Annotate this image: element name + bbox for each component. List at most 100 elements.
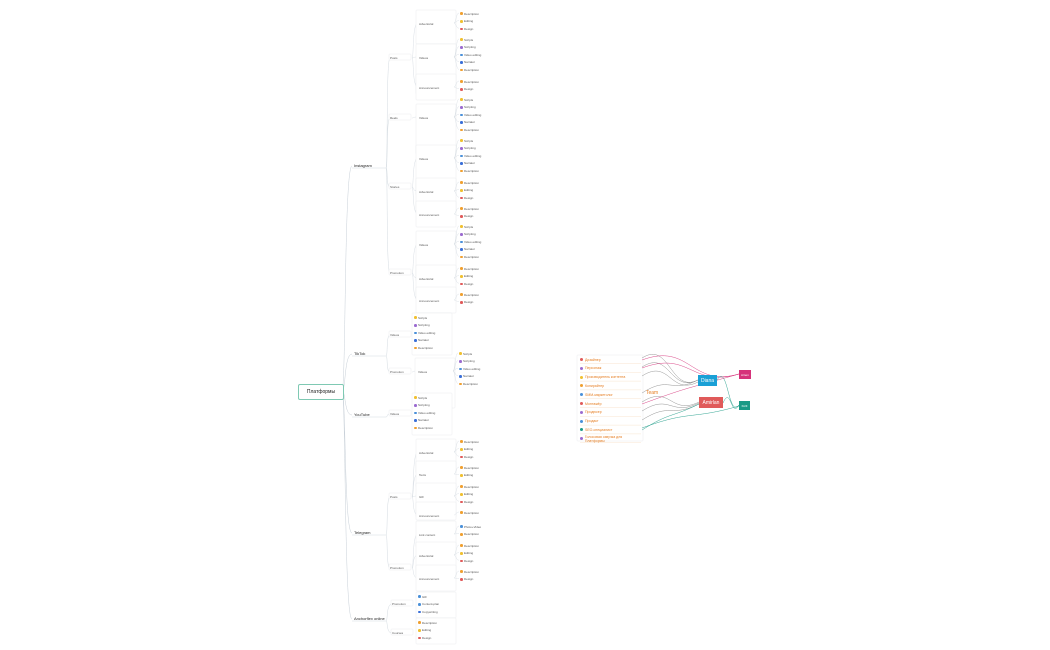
leaf-item[interactable]: Editing bbox=[460, 551, 473, 555]
leaf-item[interactable]: Scripting bbox=[414, 403, 430, 407]
level2-box[interactable] bbox=[390, 628, 414, 636]
leaf-item[interactable]: Design bbox=[460, 300, 473, 304]
leaf-item[interactable]: Editing bbox=[460, 188, 473, 192]
leaf-item[interactable]: Design bbox=[460, 214, 473, 218]
leaf-item[interactable]: Scripting bbox=[460, 45, 476, 49]
leaf-item[interactable]: Editing bbox=[418, 628, 431, 632]
leaf-item[interactable]: Description bbox=[460, 511, 479, 515]
leaf-item[interactable]: Scripts bbox=[460, 38, 473, 42]
leaf-item[interactable]: Video editing bbox=[459, 367, 480, 371]
team-member-role[interactable]: Персонаж bbox=[580, 365, 640, 372]
leaf-item[interactable]: Description bbox=[460, 68, 479, 72]
leaf-item[interactable]: Video editing bbox=[460, 113, 481, 117]
leaf-item[interactable]: Scripts bbox=[414, 396, 427, 400]
leaf-item[interactable]: Description bbox=[460, 128, 479, 132]
leaf-item[interactable]: Description bbox=[459, 382, 478, 386]
leaf-item[interactable]: Description bbox=[460, 80, 479, 84]
leaf-item[interactable]: Scripting bbox=[460, 146, 476, 150]
leaf-item[interactable]: Description bbox=[460, 293, 479, 297]
platform-telegram[interactable]: Telegram bbox=[354, 530, 371, 535]
leaf-item[interactable]: Description bbox=[414, 426, 433, 430]
leaf-item[interactable]: Design bbox=[460, 500, 473, 504]
leaf-item[interactable]: Video editing bbox=[460, 154, 481, 158]
root-node[interactable]: Платформы bbox=[298, 384, 344, 400]
team-member-role[interactable]: Копирайтер bbox=[580, 382, 640, 389]
level3-box[interactable] bbox=[415, 9, 457, 45]
leaf-item[interactable]: Scripting bbox=[414, 323, 430, 327]
leaf-item[interactable]: Design bbox=[460, 455, 473, 459]
leaf-item[interactable]: Scripts bbox=[460, 225, 473, 229]
leaf-item[interactable]: Description bbox=[460, 532, 479, 536]
level2-box[interactable] bbox=[388, 268, 412, 276]
leaf-item[interactable]: Scripting bbox=[459, 359, 475, 363]
leaf-item[interactable]: Design bbox=[460, 577, 473, 581]
leaf-item[interactable]: Design bbox=[418, 636, 431, 640]
leaf-item[interactable]: Description bbox=[460, 570, 479, 574]
leaf-item[interactable]: Design bbox=[460, 559, 473, 563]
leaf-item[interactable]: Design bbox=[460, 87, 473, 91]
leaf-item[interactable]: Description bbox=[460, 207, 479, 211]
leaf-item[interactable]: Description bbox=[460, 440, 479, 444]
leaf-group-box[interactable] bbox=[411, 312, 453, 356]
leaf-item[interactable]: Content-plan bbox=[418, 602, 439, 606]
person-diana[interactable]: Diana bbox=[698, 375, 717, 386]
team-member-role[interactable]: SEO-специалист bbox=[580, 426, 640, 433]
leaf-item[interactable]: Description bbox=[418, 621, 437, 625]
team-member-role[interactable]: Производитель контента bbox=[580, 374, 640, 381]
leaf-item[interactable]: Design bbox=[460, 282, 473, 286]
leaf-item[interactable]: Editing bbox=[460, 447, 473, 451]
team-member-role[interactable]: Дизайнер bbox=[580, 356, 640, 363]
level3-box[interactable] bbox=[415, 564, 457, 592]
leaf-item[interactable]: Editing bbox=[460, 274, 473, 278]
leaf-item[interactable]: Video editing bbox=[414, 411, 435, 415]
team-box[interactable] bbox=[576, 354, 644, 442]
leaf-item[interactable]: Description bbox=[460, 181, 479, 185]
leaf-item[interactable]: Design bbox=[460, 27, 473, 31]
platform-tiktok[interactable]: TikTok bbox=[354, 351, 366, 356]
leaf-item[interactable]: Narrator bbox=[414, 338, 429, 342]
leaf-item[interactable]: Description bbox=[460, 12, 479, 16]
leaf-item[interactable]: GIF bbox=[418, 595, 427, 599]
leaf-item[interactable]: Narrator bbox=[460, 120, 475, 124]
leaf-item[interactable]: Scripts bbox=[460, 98, 473, 102]
tag-artem[interactable]: Artem bbox=[739, 370, 751, 379]
leaf-item[interactable]: Video editing bbox=[460, 53, 481, 57]
leaf-item[interactable]: Description bbox=[460, 267, 479, 271]
leaf-item[interactable]: Description bbox=[460, 169, 479, 173]
leaf-item[interactable]: Narrator bbox=[459, 374, 474, 378]
leaf-item[interactable]: Description bbox=[414, 346, 433, 350]
level2-box[interactable] bbox=[390, 599, 414, 607]
leaf-item[interactable]: Description bbox=[460, 466, 479, 470]
leaf-item[interactable]: Video editing bbox=[460, 240, 481, 244]
level2-box[interactable] bbox=[388, 330, 412, 338]
leaf-item[interactable]: Copywriting bbox=[418, 610, 438, 614]
leaf-item[interactable]: Editing bbox=[460, 492, 473, 496]
level2-box[interactable] bbox=[388, 492, 412, 500]
leaf-item[interactable]: Design bbox=[460, 196, 473, 200]
leaf-item[interactable]: Description bbox=[460, 255, 479, 259]
level2-box[interactable] bbox=[388, 563, 412, 571]
leaf-item[interactable]: Narrator bbox=[460, 161, 475, 165]
leaf-item[interactable]: Narrator bbox=[460, 60, 475, 64]
leaf-item[interactable]: Scripts bbox=[414, 316, 427, 320]
platform-anchorflex-online[interactable]: Anchorflex online bbox=[354, 616, 385, 621]
level3-box[interactable] bbox=[415, 200, 457, 228]
leaf-item[interactable]: Description bbox=[460, 485, 479, 489]
leaf-group-box[interactable] bbox=[415, 617, 457, 645]
team-member-role[interactable]: Голосовая озвучка для Платформы bbox=[580, 435, 640, 443]
leaf-item[interactable]: Scripting bbox=[460, 232, 476, 236]
team-member-role[interactable]: Продакт bbox=[580, 418, 640, 425]
level2-box[interactable] bbox=[388, 367, 412, 375]
level3-box[interactable] bbox=[415, 501, 457, 521]
leaf-item[interactable]: Photo+Video bbox=[460, 525, 481, 529]
leaf-item[interactable]: Narrator bbox=[414, 418, 429, 422]
leaf-item[interactable]: Narrator bbox=[460, 247, 475, 251]
platform-instagram[interactable]: Instagram bbox=[354, 163, 372, 168]
level2-box[interactable] bbox=[388, 409, 412, 417]
leaf-item[interactable]: Video editing bbox=[414, 331, 435, 335]
person-amirlan[interactable]: Amirlan bbox=[699, 397, 723, 408]
level2-box[interactable] bbox=[388, 182, 412, 190]
tag-kirill[interactable]: Kirill bbox=[739, 401, 750, 410]
leaf-item[interactable]: Scripts bbox=[459, 352, 472, 356]
platform-youtube[interactable]: YouTube bbox=[354, 412, 370, 417]
